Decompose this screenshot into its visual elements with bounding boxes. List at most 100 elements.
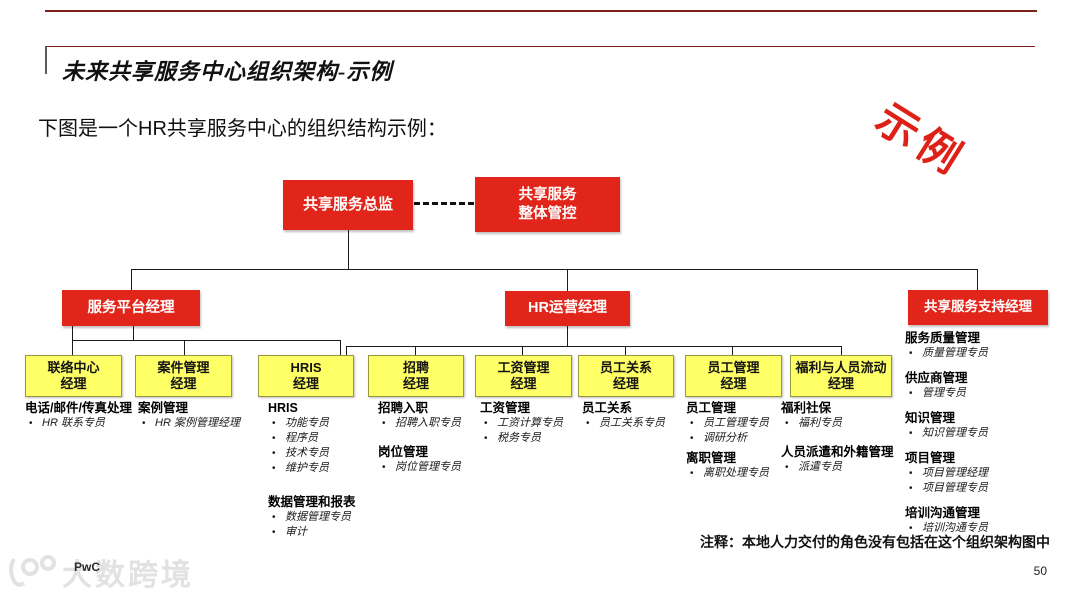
team-manager-box: 员工关系 经理: [578, 355, 674, 397]
team-roles-column: 员工管理•员工管理专员•调研分析离职管理•离职处理专员: [686, 400, 796, 481]
bullet-text: 培训沟通专员: [922, 522, 988, 534]
bullet-text: 程序员: [285, 432, 318, 444]
watermark: 大数跨境: [6, 550, 194, 594]
connector: [841, 346, 842, 355]
role-group: 电话/邮件/传真处理•HR 联系专员: [25, 400, 143, 431]
bullet-icon: •: [909, 348, 913, 359]
title-rule: [45, 46, 1035, 47]
group-heading: 人员派遣和外籍管理: [781, 445, 894, 459]
bullet-item: • 技术专员: [268, 446, 373, 461]
bullet-text: HR 联系专员: [42, 417, 105, 429]
bullet-item: • 维护专员: [268, 461, 373, 476]
bullet-text: 员工管理专员: [703, 417, 769, 429]
role-group: 员工管理•员工管理专员•调研分析: [686, 400, 796, 446]
group-heading: 离职管理: [686, 451, 737, 465]
connector: [732, 346, 733, 355]
role-group: 岗位管理•岗位管理专员: [378, 444, 478, 475]
group-heading: 员工关系: [582, 401, 633, 415]
bullet-text: 项目管理专员: [922, 482, 988, 494]
bullet-item: •功能专员: [268, 416, 373, 431]
team-manager-box: 招聘 经理: [368, 355, 464, 397]
connector: [348, 230, 349, 269]
sample-stamp: 示例: [867, 96, 974, 187]
bullet-item: •岗位管理专员: [378, 460, 478, 475]
orgbox-governance: 共享服务 整体管控: [475, 177, 620, 232]
role-group: 离职管理•离职处理专员: [686, 450, 796, 481]
connector: [567, 269, 568, 291]
bullet-icon: •: [909, 428, 913, 439]
orgbox-director: 共享服务总监: [283, 180, 413, 230]
bullet-item: • 培训沟通专员: [905, 521, 1077, 536]
team-manager-box: 工资管理 经理: [475, 355, 572, 397]
connector: [567, 326, 568, 346]
bullet-text: 知识管理专员: [922, 427, 988, 439]
orgbox-support-manager: 共享服务支持经理: [908, 290, 1048, 325]
connector: [340, 340, 341, 355]
bullet-icon: •: [272, 433, 276, 444]
bullet-icon: •: [484, 433, 488, 444]
watermark-text: 大数跨境: [62, 559, 194, 592]
connector: [133, 326, 134, 341]
bullet-text: 数据管理专员: [285, 511, 351, 523]
bullet-item: • HR 联系专员: [25, 416, 143, 431]
team-roles-column: HRIS•功能专员•程序员•技术专员•维护专员数据管理和报表•数据管理专员•审计: [268, 400, 373, 540]
bullet-text: HR 案例管理经理: [155, 417, 240, 429]
team-manager-box: HRIS 经理: [258, 355, 354, 397]
role-group: HRIS•功能专员 • 程序员 • 技术专员 • 维护专员: [268, 400, 373, 476]
bullet-item: •福利专员: [781, 416, 899, 431]
connector: [625, 346, 626, 355]
bullet-text: 工资计算专员: [497, 417, 563, 429]
bullet-icon: •: [909, 388, 913, 399]
bullet-item: •离职处理专员: [686, 466, 796, 481]
connector: [131, 269, 978, 270]
bullet-item: • 管理专员: [905, 386, 1077, 401]
bullet-icon: •: [909, 523, 913, 534]
bullet-text: 项目管理经理: [922, 467, 988, 479]
bullet-icon: •: [272, 448, 276, 459]
role-group: 工资管理•工资计算专员•税务专员: [480, 400, 580, 446]
bullet-item: • 程序员: [268, 431, 373, 446]
bullet-text: 质量管理专员: [922, 347, 988, 359]
role-group: 项目管理•项目管理经理•项目管理专员: [905, 450, 1077, 496]
group-heading: HRIS: [268, 401, 298, 415]
bullet-icon: •: [484, 418, 488, 429]
team-roles-column: 电话/邮件/传真处理•HR 联系专员: [25, 400, 143, 431]
group-heading: 福利社保: [781, 401, 832, 415]
connector: [522, 346, 523, 355]
role-group: 知识管理•知识管理专员: [905, 410, 1077, 441]
bullet-text: 维护专员: [285, 462, 329, 474]
bullet-item: •员工关系专员: [582, 416, 682, 431]
page-number: 50: [1033, 564, 1047, 578]
bullet-text: 管理专员: [922, 387, 966, 399]
bullet-icon: •: [272, 463, 276, 474]
group-heading: 项目管理: [905, 451, 956, 465]
connector: [415, 346, 416, 355]
role-group: 福利社保•福利专员: [781, 400, 899, 431]
team-manager-box: 福利与人员流动 经理: [790, 355, 892, 397]
bullet-icon: •: [29, 418, 33, 429]
bullet-icon: •: [909, 468, 913, 479]
team-roles-column: 招聘入职•招聘入职专员岗位管理•岗位管理专员: [378, 400, 478, 475]
team-manager-box: 员工管理 经理: [685, 355, 782, 397]
connector: [72, 340, 341, 341]
watermark-logo-icon: [9, 555, 56, 587]
bullet-text: 离职处理专员: [703, 467, 769, 479]
bullet-item: •税务专员: [480, 431, 580, 446]
page-subtitle: 下图是一个HR共享服务中心的组织结构示例：: [38, 118, 447, 140]
bullet-icon: •: [586, 418, 590, 429]
group-heading: 供应商管理: [905, 371, 968, 385]
bullet-icon: •: [785, 462, 789, 473]
bullet-text: 技术专员: [285, 447, 329, 459]
group-heading: 培训沟通管理: [905, 506, 981, 520]
role-group: 招聘入职•招聘入职专员: [378, 400, 478, 431]
orgbox-platform-manager: 服务平台经理: [62, 290, 200, 326]
pwc-logo: PwC: [74, 560, 101, 574]
orgbox-operations-manager: HR运营经理: [505, 291, 630, 326]
group-heading: 案例管理: [138, 401, 189, 415]
bullet-item: •数据管理专员: [268, 510, 373, 525]
bullet-text: 岗位管理专员: [395, 461, 461, 473]
top-rule: [45, 10, 1037, 12]
role-group: 培训沟通管理 • 培训沟通专员: [905, 505, 1077, 536]
bullet-icon: •: [272, 527, 276, 538]
bullet-text: 功能专员: [285, 417, 329, 429]
